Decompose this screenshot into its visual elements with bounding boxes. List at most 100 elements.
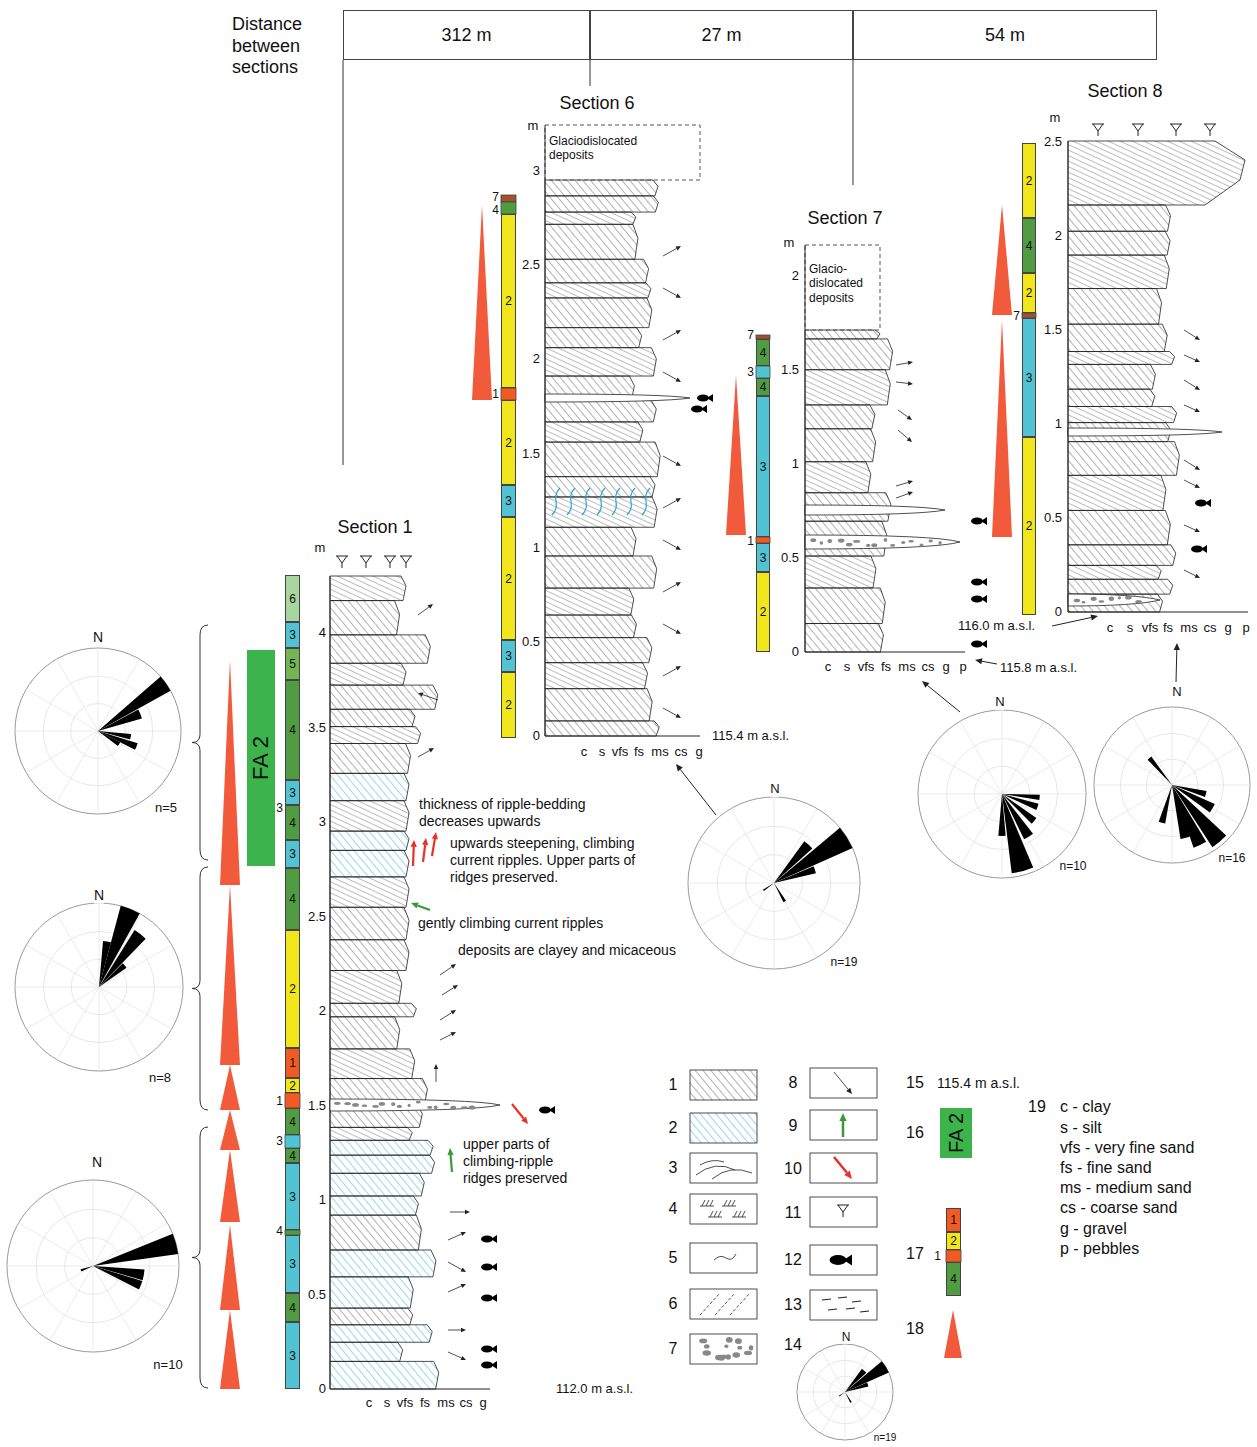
box-text: 4	[760, 347, 767, 359]
bed-unit	[1068, 594, 1163, 612]
red-arrow	[512, 1104, 524, 1119]
current-arrow	[1195, 335, 1200, 340]
legend-key: 3	[669, 1158, 678, 1177]
box-text: 4	[289, 1150, 296, 1162]
label-text: Section 6	[559, 93, 634, 115]
facies-box: 2	[285, 930, 300, 1048]
label-text: m	[315, 540, 326, 556]
label-text: cs	[460, 1395, 473, 1411]
bed-unit	[1068, 406, 1177, 422]
current-arrow	[908, 381, 913, 385]
bracket	[192, 625, 208, 860]
rose-grid	[700, 840, 774, 883]
box-text: 4	[950, 1273, 957, 1285]
label-text: Glaciodislocated deposits	[549, 134, 649, 163]
box-text: 3	[289, 1191, 296, 1203]
legend-sample	[732, 1352, 740, 1357]
red-arrow	[521, 1117, 528, 1124]
legend-sample	[726, 1354, 731, 1360]
rose-grid	[99, 987, 100, 1071]
label-text: c	[581, 744, 588, 760]
bed-unit	[330, 1250, 436, 1277]
legend-sample	[749, 1345, 754, 1350]
bed-unit	[330, 1325, 432, 1342]
rose-grid	[7, 1266, 93, 1267]
legend-sample	[722, 1200, 736, 1206]
current-arrow	[440, 1034, 452, 1040]
current-arrow	[440, 967, 452, 975]
label-text: 112.0 m a.s.l.	[556, 1381, 633, 1397]
label-text: 3	[533, 163, 540, 179]
bed-unit	[330, 1127, 412, 1140]
label-text: 0	[533, 728, 540, 744]
red-arrow	[411, 840, 417, 847]
lens-bed	[1068, 594, 1160, 606]
trend-triangle	[472, 205, 492, 400]
label-text: N	[92, 1154, 102, 1171]
legend-key: 18	[906, 1319, 924, 1338]
legend-sample	[704, 1344, 710, 1348]
facies-box: 3	[285, 1163, 300, 1230]
bed-unit	[1068, 352, 1175, 365]
current-arrow	[663, 248, 677, 256]
facies-box: 1	[946, 1208, 961, 1232]
rose-grid	[26, 945, 99, 987]
facies-box: 2	[946, 1232, 961, 1250]
facies-strip	[946, 1250, 961, 1262]
fish-symbol	[1205, 499, 1211, 507]
bed-unit	[545, 422, 643, 442]
legend-sample	[714, 1254, 736, 1260]
rose-grid	[1002, 721, 1044, 794]
legend-sample	[730, 1293, 750, 1315]
label-text: 3.5	[308, 720, 326, 736]
box-text: 2	[505, 437, 512, 449]
trend-triangle	[944, 1310, 962, 1358]
label-text: 0.5	[1044, 510, 1062, 526]
box-text: 3	[289, 787, 296, 799]
legend-sample	[834, 1072, 848, 1089]
current-arrow	[418, 693, 423, 697]
pointer-arrow	[975, 658, 982, 664]
surface-symbol	[336, 556, 348, 568]
current-arrow	[898, 410, 908, 417]
surface-symbol	[1092, 124, 1104, 136]
box-text: 2	[505, 699, 512, 711]
current-arrow	[676, 246, 681, 250]
gravel-dot	[1125, 595, 1132, 599]
current-arrow	[1195, 574, 1200, 578]
rose-grid	[93, 1266, 167, 1309]
bed-unit	[545, 224, 638, 259]
rose-petal	[1002, 794, 1040, 800]
label-text: 2.5	[308, 909, 326, 925]
bed-unit	[330, 744, 411, 774]
gravel-dot	[344, 1102, 351, 1105]
label-text: N	[995, 694, 1004, 710]
gravel-dot	[890, 544, 895, 547]
rose-grid	[1002, 752, 1075, 794]
label-text: fs	[1163, 620, 1173, 636]
rose-grid	[1133, 785, 1172, 853]
red-arrow	[432, 839, 435, 856]
bed-unit	[330, 831, 409, 850]
legend-sample	[822, 1299, 831, 1300]
legend-sample	[696, 1161, 752, 1179]
box-text: 6	[289, 593, 296, 605]
box-text: 4	[289, 1302, 296, 1314]
legend-sample	[690, 1243, 757, 1273]
rose-grid	[845, 1392, 887, 1416]
box-text: 2	[1026, 520, 1033, 532]
box-text: 1	[950, 1214, 957, 1226]
rose-grid	[93, 1266, 179, 1267]
rose-grid	[688, 883, 774, 884]
rose-petal	[774, 883, 786, 902]
section-link	[590, 60, 591, 86]
rose-outline	[15, 648, 181, 814]
bed-unit	[330, 1049, 415, 1079]
trend-triangle	[220, 660, 240, 885]
facies-box: 3	[285, 780, 300, 805]
gravel-dot	[810, 538, 816, 542]
gravel-dot	[908, 540, 913, 542]
label-text: fs - fine sand	[1060, 1158, 1152, 1177]
current-arrow	[448, 1286, 461, 1292]
rose-petal	[1172, 785, 1226, 847]
